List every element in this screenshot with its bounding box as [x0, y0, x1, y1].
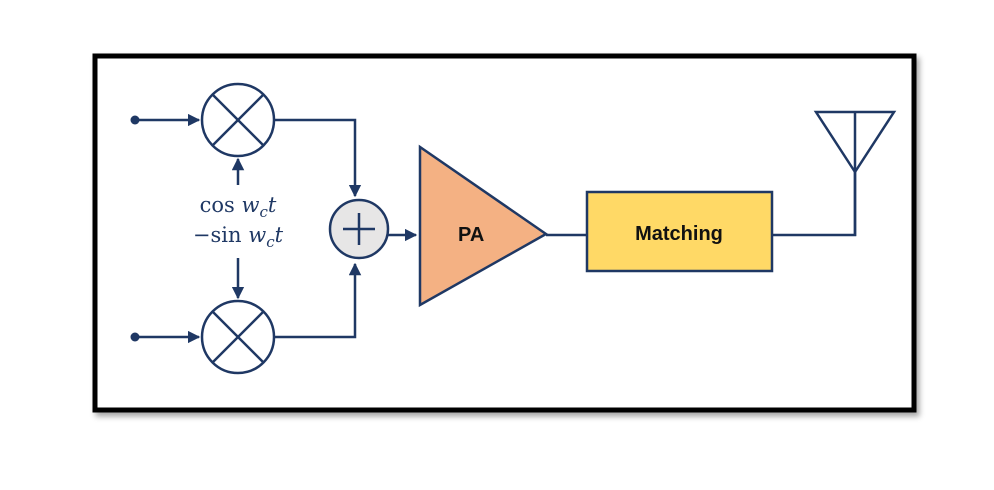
mixer-icon	[200, 82, 276, 158]
lo-label-cos: cos wct	[200, 193, 277, 221]
wire-mixer-top-to-adder	[274, 118, 362, 198]
antenna-icon	[813, 110, 897, 236]
pa-amplifier	[418, 144, 549, 308]
mixer-icon	[200, 299, 276, 375]
matching-label: Matching	[635, 223, 723, 245]
adder-icon	[328, 198, 390, 260]
wire-mixer-bottom-to-adder	[274, 262, 362, 339]
pa-label: PA	[458, 224, 484, 246]
lo-label-sin: −sin wct	[193, 223, 284, 251]
matching-network	[585, 190, 774, 273]
